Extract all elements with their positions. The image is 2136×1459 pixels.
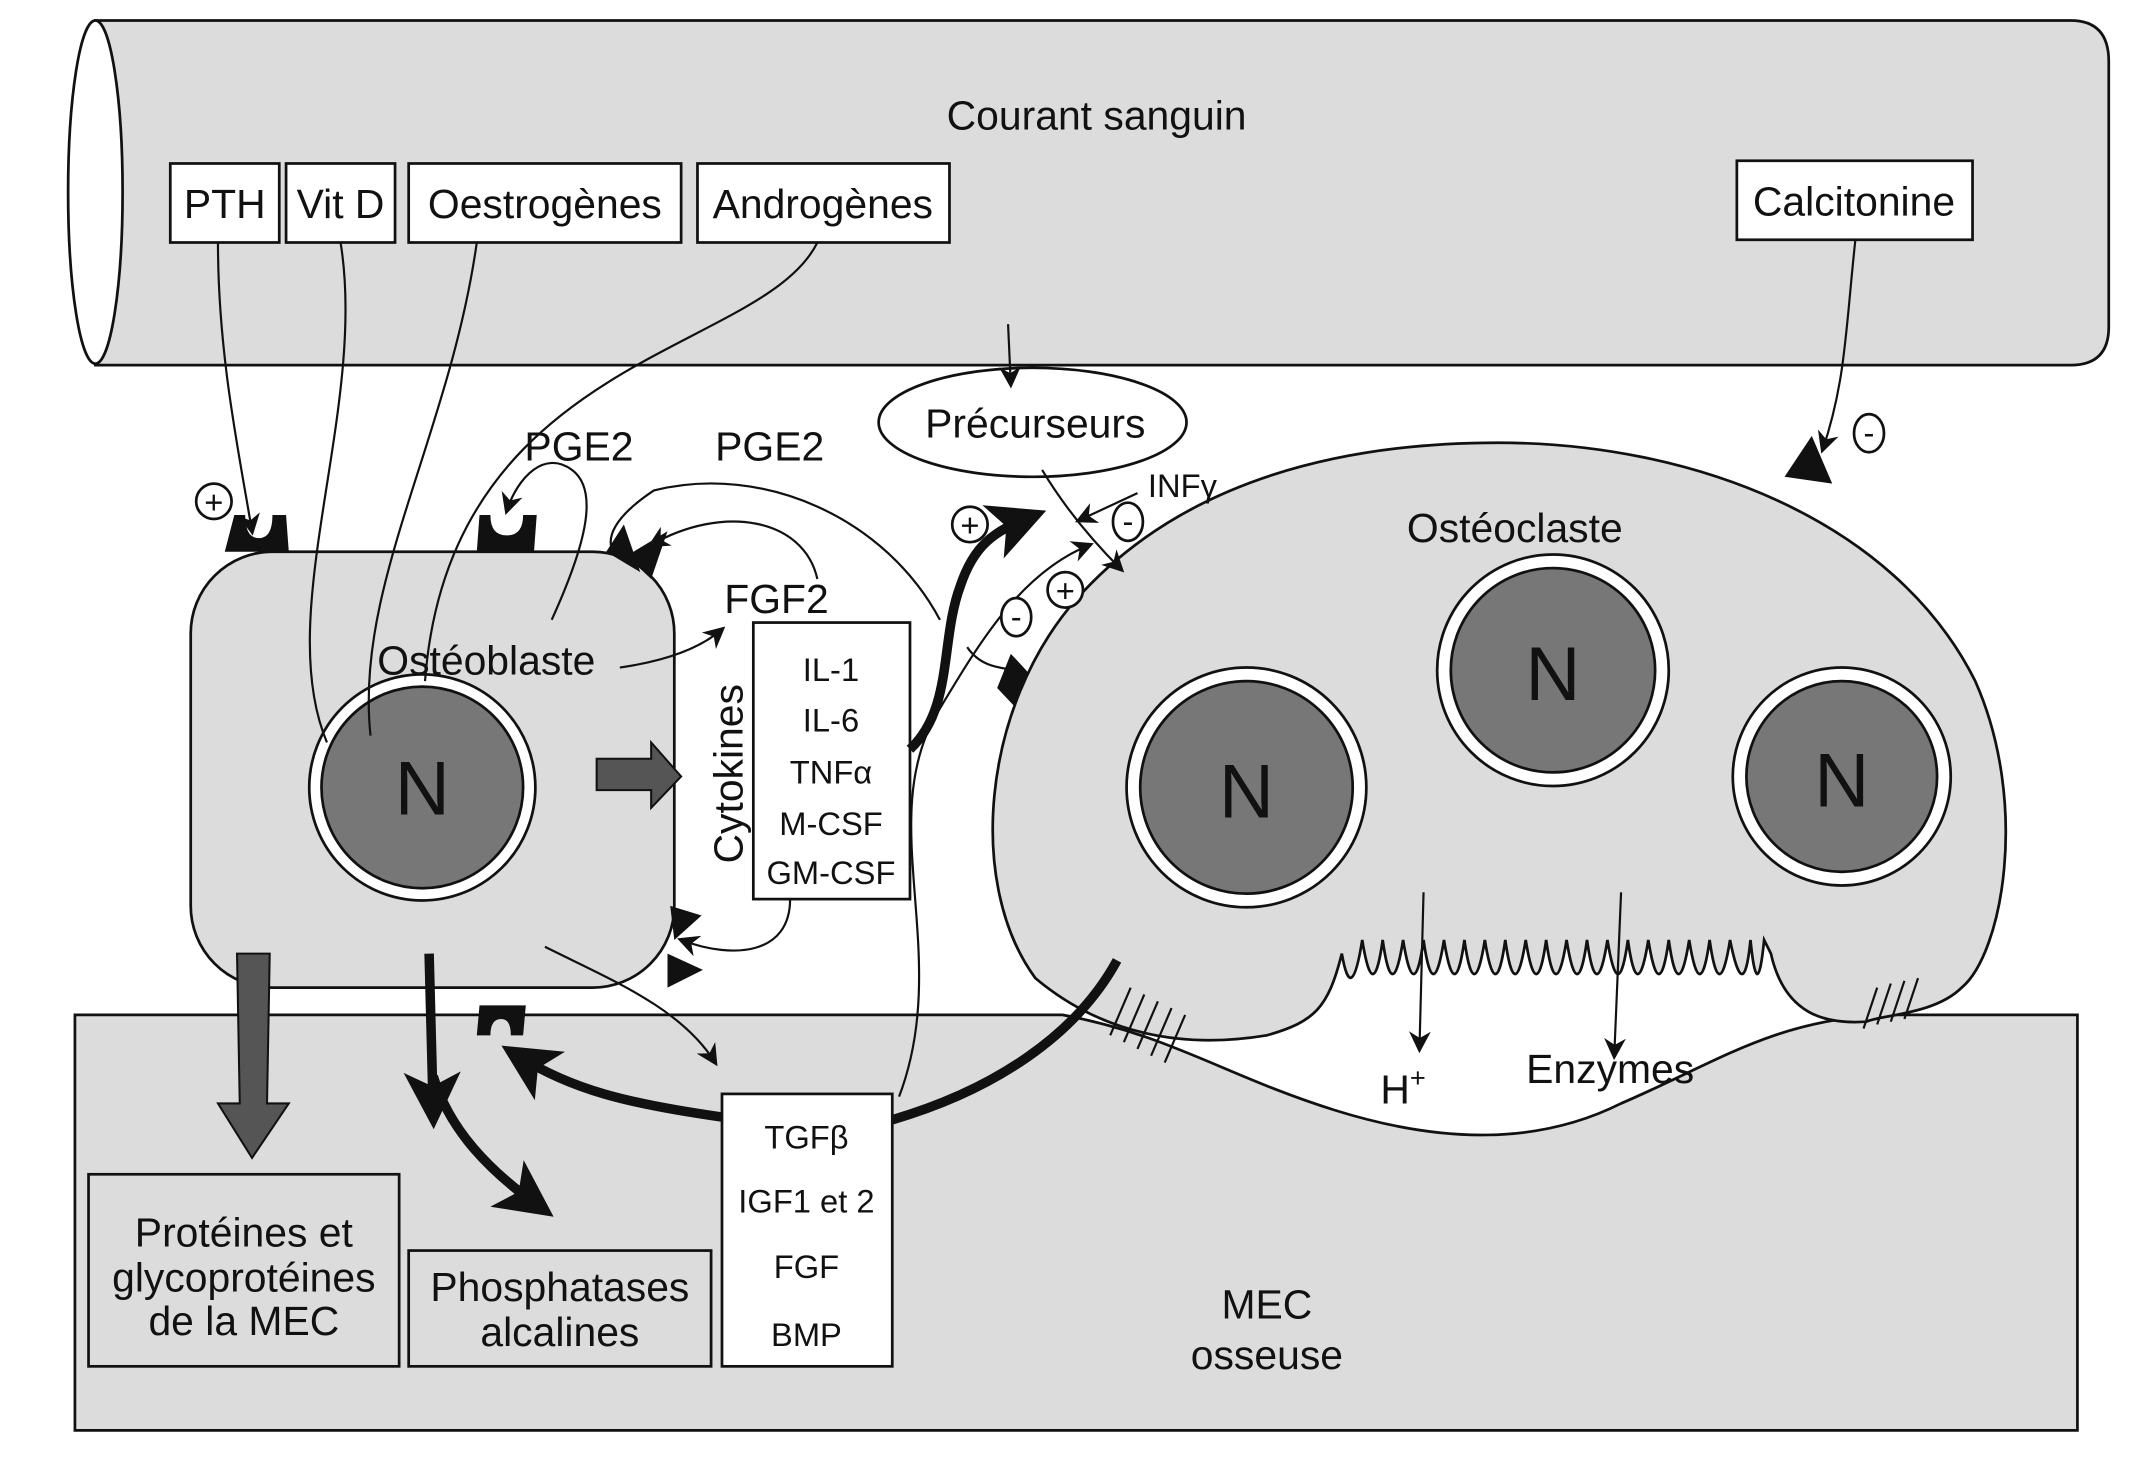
- oestrogenes-box: [407, 162, 683, 244]
- androgenes-label: Androgènes: [713, 181, 933, 227]
- vitd-box: [284, 162, 397, 244]
- hormone-boxes: PTH Vit D Oestrogènes Androgènes Calcito…: [168, 159, 1974, 244]
- proteins-label: glycoprotéines: [112, 1254, 375, 1300]
- phosphatases-label: alcalines: [480, 1309, 639, 1355]
- precursors-label: Précurseurs: [925, 400, 1145, 446]
- nucleus-label: N: [1525, 632, 1580, 717]
- plus-icon: +: [960, 507, 979, 544]
- fgf2-label: FGF2: [724, 576, 828, 622]
- cytokine-item: IL-6: [803, 702, 859, 739]
- pth-box: [168, 162, 281, 244]
- cytokine-item: TNFα: [790, 753, 872, 790]
- cytokine-item: IL-1: [803, 651, 859, 688]
- precursors-ellipse: [877, 366, 1188, 479]
- osteoclast-cell: Ostéoclaste N N N H+ Enzymes: [991, 441, 2008, 1112]
- proton-label: H+: [1380, 1062, 1425, 1112]
- osteoclast-nucleus: [1138, 679, 1355, 896]
- osteoclast-nucleus: [1745, 679, 1939, 874]
- plus-icon: +: [1056, 572, 1075, 609]
- osteoblast-nucleus: [320, 685, 525, 890]
- nucleus-label: N: [1814, 738, 1869, 823]
- plus-icon: +: [204, 484, 223, 521]
- pth-label: PTH: [184, 181, 266, 227]
- pge2-label: PGE2: [524, 423, 633, 469]
- osteoclast-nucleus: [1449, 566, 1657, 774]
- cytokines-title: Cytokines: [705, 684, 751, 863]
- phosphatases-label: Phosphatases: [430, 1264, 689, 1310]
- androgenes-box: [696, 162, 951, 244]
- infg-label: INFγ: [1148, 467, 1218, 504]
- phosphatases-box: Phosphatases alcalines: [407, 1249, 713, 1368]
- proteins-label: Protéines et: [135, 1209, 354, 1255]
- calcitonine-label: Calcitonine: [1753, 178, 1955, 224]
- blood-stream-label: Courant sanguin: [947, 92, 1247, 138]
- matrix-label: osseuse: [1191, 1332, 1343, 1378]
- oestrogenes-label: Oestrogènes: [428, 181, 662, 227]
- pge2-label: PGE2: [715, 423, 824, 469]
- blood-vessel: Courant sanguin: [66, 19, 2111, 367]
- osteoclast-label: Ostéoclaste: [1407, 505, 1623, 551]
- growth-factor-item: BMP: [771, 1316, 842, 1353]
- osteoblast-label: Ostéoblaste: [377, 637, 595, 683]
- proteins-box: Protéines et glycoprotéines de la MEC: [87, 1172, 401, 1368]
- growth-factor-item: TGFβ: [764, 1118, 848, 1155]
- nucleus-label: N: [1219, 749, 1274, 834]
- cytokines-box: IL-1 IL-6 TNFα M-CSF GM-CSF Cytokines: [705, 621, 912, 901]
- minus-icon: -: [1864, 414, 1875, 451]
- regulation-signs: + + + - - -: [194, 412, 1886, 638]
- growth-factor-item: FGF: [774, 1248, 839, 1285]
- growth-factor-item: IGF1 et 2: [738, 1182, 874, 1219]
- enzymes-label: Enzymes: [1526, 1046, 1694, 1092]
- cytokine-item: GM-CSF: [767, 854, 896, 891]
- vitd-label: Vit D: [297, 181, 385, 227]
- nucleus-label: N: [395, 747, 450, 832]
- arrows: [216, 239, 1857, 1217]
- growth-factors-box: TGFβ IGF1 et 2 FGF BMP: [720, 1092, 894, 1368]
- matrix-label: MEC: [1221, 1282, 1312, 1328]
- cytokine-item: M-CSF: [779, 805, 883, 842]
- proteins-label: de la MEC: [148, 1298, 339, 1344]
- minus-icon: -: [1011, 598, 1022, 635]
- minus-icon: -: [1122, 503, 1133, 540]
